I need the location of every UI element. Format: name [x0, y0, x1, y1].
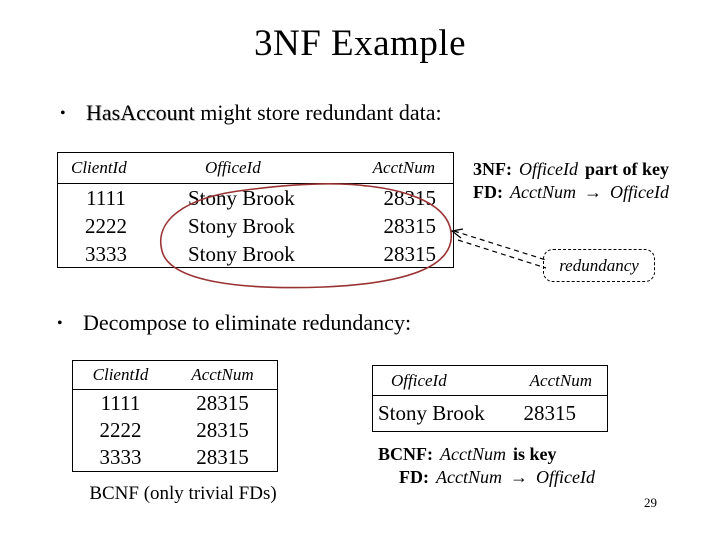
- fd-term-officeid: OfficeId: [609, 182, 669, 202]
- nf3-note-line2: FD: AcctNum → OfficeId: [473, 181, 669, 204]
- column-header-acctnum: AcctNum: [372, 158, 435, 177]
- cell-acctnum: 28315: [196, 418, 249, 442]
- redundancy-callout-label: redundancy: [559, 255, 639, 275]
- has-account-table-header-row: ClientId OfficeId AcctNum: [58, 153, 453, 184]
- column-header-clientid: ClientId: [92, 365, 149, 384]
- cell-clientid: 2222: [85, 213, 127, 238]
- fd-keyword: FD:: [473, 182, 503, 202]
- cell-acctnum: 28315: [196, 445, 249, 469]
- has-account-table: ClientId OfficeId AcctNum 1111 Stony Bro…: [57, 152, 454, 268]
- column-header-clientid: ClientId: [71, 158, 127, 177]
- bullet-text: Decompose to eliminate redundancy:: [83, 310, 412, 335]
- relation-name-has-account: HasAccount: [86, 100, 195, 125]
- nf3-term-officeid: OfficeId: [519, 159, 578, 179]
- column-header-officeid: OfficeId: [205, 158, 261, 177]
- bcnf-note-line2: FD: AcctNum → OfficeId: [399, 466, 595, 489]
- table-row: 2222 Stony Brook 28315: [58, 212, 453, 240]
- page-title: 3NF Example: [253, 23, 467, 64]
- fd-term-acctnum: AcctNum: [436, 467, 502, 487]
- cell-acctnum: 28315: [383, 213, 437, 238]
- cell-clientid: 1111: [86, 185, 126, 210]
- cell-officeid: Stony Brook: [188, 185, 295, 210]
- column-header-officeid: OfficeId: [391, 370, 447, 390]
- fd-arrow: →: [583, 182, 602, 202]
- cell-officeid: Stony Brook: [378, 400, 485, 425]
- table-row: 1111 28315: [73, 390, 277, 417]
- cell-clientid: 2222: [99, 418, 142, 442]
- fd-keyword: FD:: [399, 467, 429, 487]
- callout-pointer-line: [453, 230, 547, 261]
- bullet-marker: •: [60, 105, 66, 122]
- office-acct-table: OfficeId AcctNum Stony Brook 28315: [372, 365, 608, 432]
- table-row: 1111 Stony Brook 28315: [58, 184, 453, 212]
- cell-clientid: 3333: [85, 241, 127, 266]
- bullet-decompose: • Decompose to eliminate redundancy:: [57, 310, 411, 336]
- fd-term-officeid: OfficeId: [535, 467, 595, 487]
- cell-acctnum: 28315: [383, 241, 437, 266]
- nf3-note-line1: 3NF: OfficeId part of key: [473, 158, 669, 181]
- bullet-marker: •: [57, 315, 63, 332]
- cell-officeid: Stony Brook: [188, 213, 295, 238]
- cell-officeid: Stony Brook: [188, 241, 295, 266]
- table-row: Stony Brook 28315: [373, 396, 607, 430]
- bcnf-trivial-caption: BCNF (only trivial FDs): [89, 483, 277, 504]
- column-header-acctnum: AcctNum: [191, 365, 254, 384]
- cell-clientid: 1111: [100, 391, 141, 415]
- table-row: 3333 28315: [73, 444, 277, 471]
- cell-acctnum: 28315: [196, 391, 249, 415]
- nf3-text: part of key: [584, 159, 669, 179]
- fd-term-acctnum: AcctNum: [510, 182, 576, 202]
- redundancy-callout: redundancy: [543, 249, 655, 282]
- column-header-acctnum: AcctNum: [529, 370, 592, 390]
- bcnf-note-line1: BCNF: AcctNum is key: [378, 443, 595, 466]
- table-row: 2222 28315: [73, 417, 277, 444]
- cell-acctnum: 28315: [523, 400, 577, 425]
- nf3-keyword: 3NF:: [473, 159, 512, 179]
- bcnf-term-acctnum: AcctNum: [440, 444, 506, 464]
- cell-clientid: 3333: [99, 445, 142, 469]
- client-acct-table-header-row: ClientId AcctNum: [73, 361, 277, 390]
- slide-page-number: 29: [644, 495, 657, 510]
- callout-pointer-line: [457, 239, 547, 269]
- bullet-text: might store redundant data:: [194, 100, 442, 125]
- office-acct-table-header-row: OfficeId AcctNum: [373, 366, 607, 396]
- table-row: 3333 Stony Brook 28315: [58, 240, 453, 268]
- client-acct-table: ClientId AcctNum 1111 28315 2222 28315 3…: [72, 360, 278, 472]
- fd-arrow: →: [509, 467, 528, 487]
- bullet-has-account: • HasAccount might store redundant data:: [60, 100, 442, 126]
- bcnf-text: is key: [512, 444, 557, 464]
- cell-acctnum: 28315: [383, 185, 437, 210]
- bcnf-keyword: BCNF:: [378, 444, 433, 464]
